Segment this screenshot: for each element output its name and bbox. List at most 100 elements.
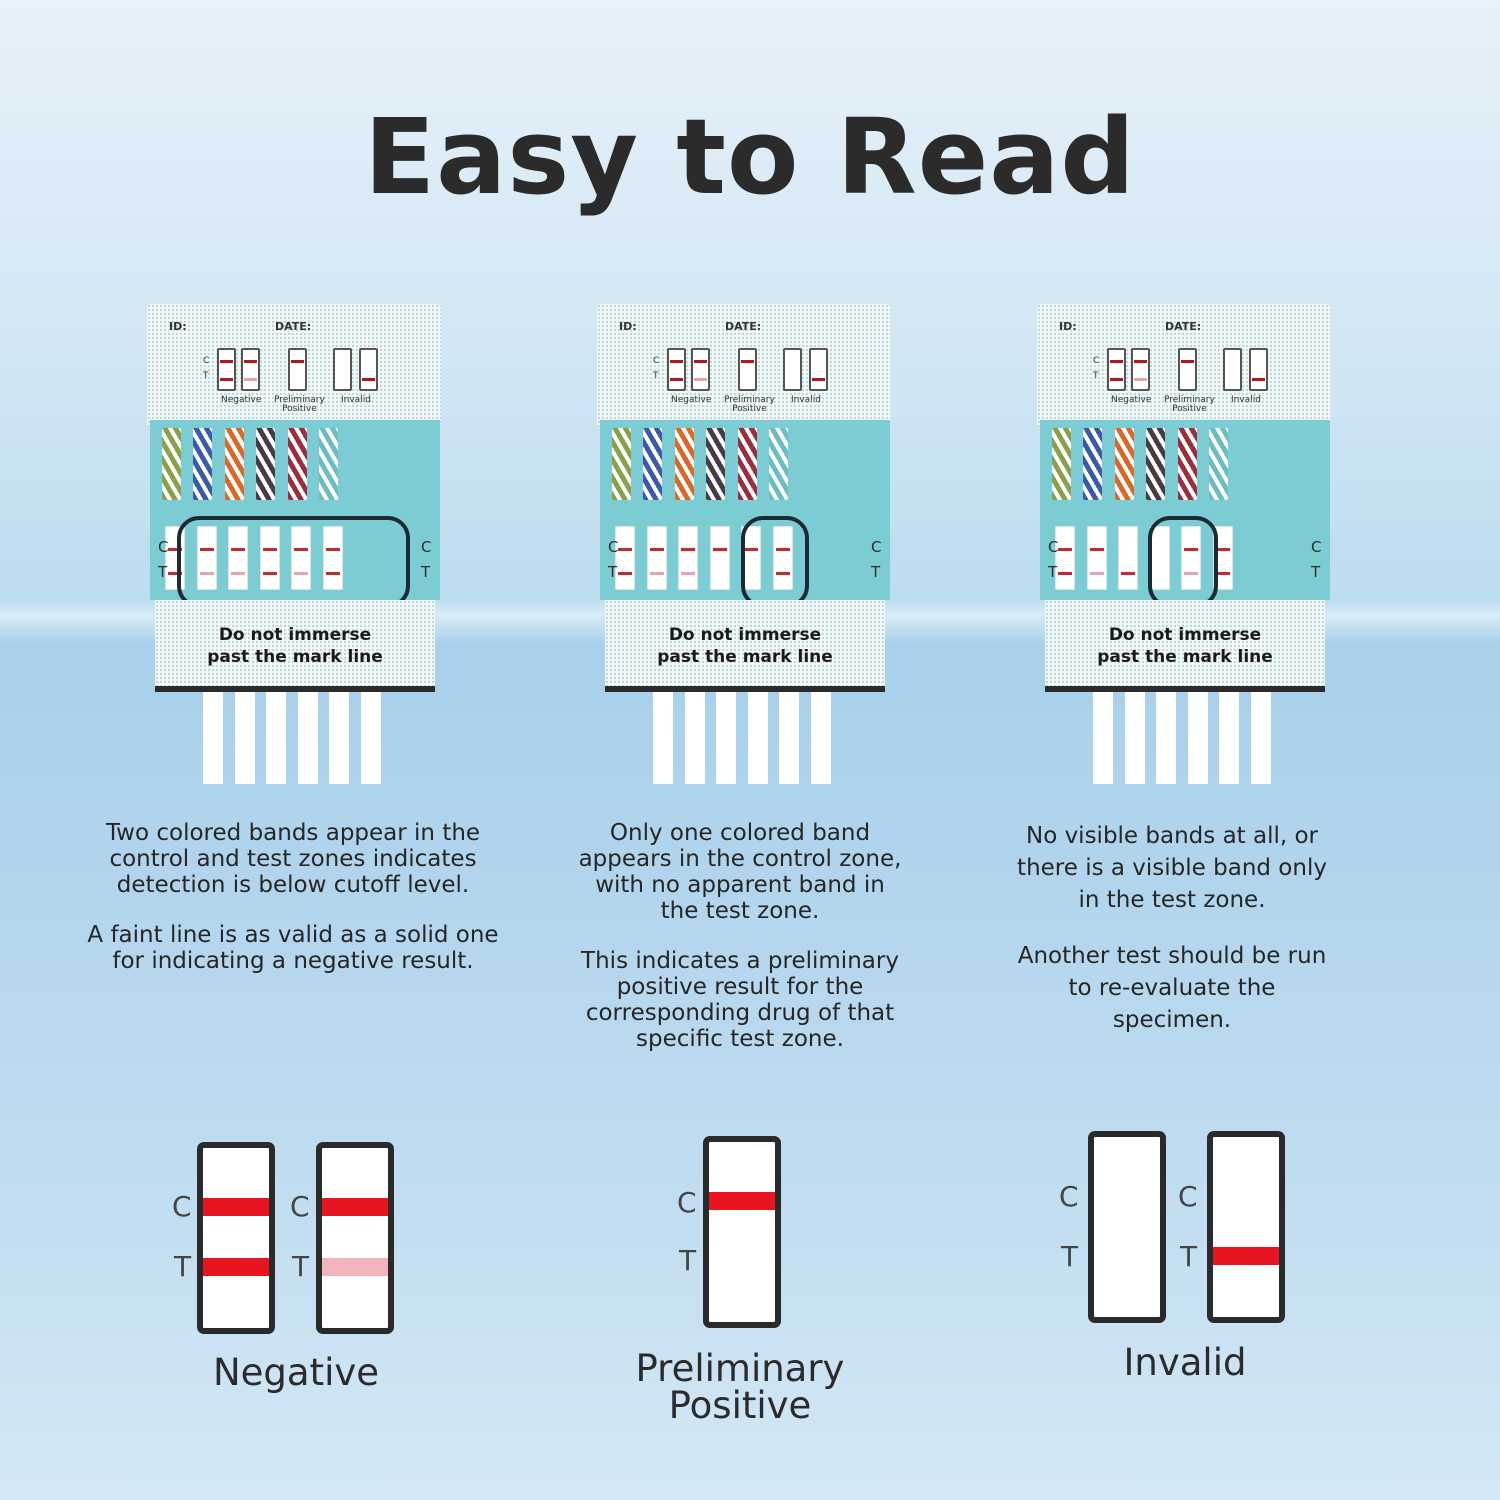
strip-negative-solid <box>197 1142 275 1334</box>
result-window <box>1181 526 1201 590</box>
strip-c-label: C <box>1178 1180 1198 1213</box>
strip-positive <box>703 1136 781 1328</box>
mini-strip-invalid-test <box>359 348 378 391</box>
cassette-c-left: C <box>608 538 619 556</box>
drug-label-2 <box>193 428 212 500</box>
cassette-c-right: C <box>421 538 432 556</box>
drug-label-3 <box>1115 428 1134 500</box>
id-label: ID: <box>619 320 637 333</box>
drug-label-5 <box>738 428 757 500</box>
date-label: DATE: <box>275 320 312 333</box>
page-title: Easy to Read <box>364 96 1136 218</box>
cassette-c-right: C <box>1311 538 1322 556</box>
drug-label-4 <box>706 428 725 500</box>
highlight-frame <box>741 516 809 608</box>
cassette-t-left: T <box>158 563 168 581</box>
highlight-frame <box>1148 516 1218 608</box>
legend-invalid: Invalid <box>341 395 371 405</box>
id-label: ID: <box>169 320 187 333</box>
drug-label-1 <box>1052 428 1071 500</box>
cassette-body <box>1040 420 1330 600</box>
result-description: No visible bands at all, or there is a v… <box>1017 823 1327 1033</box>
mini-strip-invalid-test <box>1249 348 1268 391</box>
result-window <box>773 526 793 590</box>
legend-negative: Negative <box>1111 395 1152 405</box>
strip-t-label: T <box>1061 1240 1079 1273</box>
result-window <box>1055 526 1075 590</box>
cassette-c-left: C <box>158 538 169 556</box>
mini-strip-invalid-empty <box>783 348 802 391</box>
caption-invalid: Invalid <box>1123 1341 1247 1384</box>
mini-strip-positive <box>1178 348 1197 391</box>
caption-negative: Negative <box>212 1351 380 1394</box>
cassette-body <box>600 420 890 600</box>
drug-label-1 <box>612 428 631 500</box>
result-window <box>615 526 635 590</box>
strip-t-label: T <box>1180 1240 1198 1273</box>
mini-strip-positive <box>288 348 307 391</box>
result-window <box>1213 526 1233 590</box>
mini-strip-negative-faint <box>691 348 710 391</box>
date-label: DATE: <box>725 320 762 333</box>
drug-label-6 <box>1209 428 1228 500</box>
mini-strip-negative-faint <box>241 348 260 391</box>
result-window <box>291 526 311 590</box>
caption-preliminary-positive: Preliminary Positive <box>635 1347 845 1427</box>
drug-label-5 <box>1178 428 1197 500</box>
strip-negative-faint <box>316 1142 394 1334</box>
cassette-t-left: T <box>1048 563 1058 581</box>
cassette-c-right: C <box>871 538 882 556</box>
mini-strip-invalid-empty <box>333 348 352 391</box>
drug-label-5 <box>288 428 307 500</box>
drug-label-6 <box>319 428 338 500</box>
mini-strip-invalid-empty <box>1223 348 1242 391</box>
result-window <box>710 526 730 590</box>
strip-invalid-empty <box>1088 1131 1166 1323</box>
strip-t-label: T <box>292 1250 310 1283</box>
result-window <box>260 526 280 590</box>
drug-label-2 <box>643 428 662 500</box>
strip-c-label: C <box>290 1190 310 1223</box>
result-description: Only one colored band appears in the con… <box>578 820 902 1052</box>
result-window <box>1150 526 1170 590</box>
drug-label-6 <box>769 428 788 500</box>
result-description: Two colored bands appear in the control … <box>87 820 499 974</box>
result-window <box>1118 526 1138 590</box>
result-window <box>323 526 343 590</box>
mini-strip-negative <box>667 348 686 391</box>
mini-strip-invalid-test <box>809 348 828 391</box>
drug-label-2 <box>1083 428 1102 500</box>
legend-invalid: Invalid <box>1231 395 1261 405</box>
mini-strip-negative <box>1107 348 1126 391</box>
drug-label-4 <box>256 428 275 500</box>
mini-strip-positive <box>738 348 757 391</box>
legend-invalid: Invalid <box>791 395 821 405</box>
result-window <box>741 526 761 590</box>
date-label: DATE: <box>1165 320 1202 333</box>
result-window <box>647 526 667 590</box>
result-window <box>1087 526 1107 590</box>
strip-invalid-test-only <box>1207 1131 1285 1323</box>
mini-strip-negative-faint <box>1131 348 1150 391</box>
drug-label-3 <box>675 428 694 500</box>
strip-c-label: C <box>172 1190 192 1223</box>
result-window <box>678 526 698 590</box>
strip-t-label: T <box>679 1244 697 1277</box>
cassette-t-left: T <box>608 563 618 581</box>
highlight-frame <box>177 516 410 608</box>
